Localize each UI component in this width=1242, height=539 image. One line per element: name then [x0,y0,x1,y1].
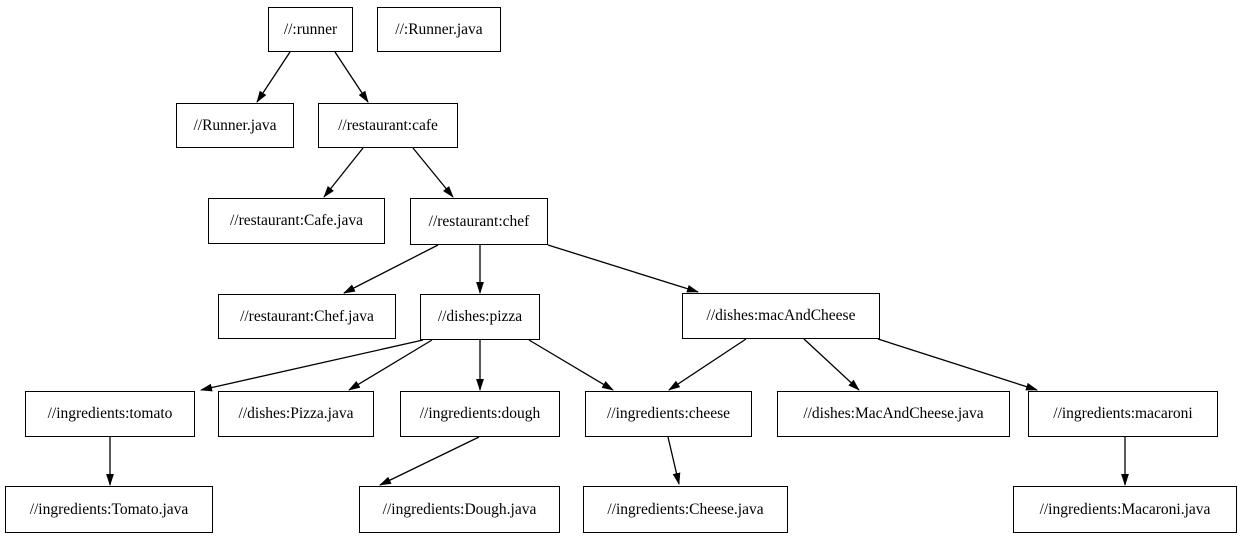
graph-node-label: //dishes:MacAndCheese.java [803,405,984,423]
dependency-edge-mac-to-mac_src [803,338,860,391]
graph-node-label: //restaurant:Cafe.java [230,212,363,230]
dependency-edge-runner-to-runner_src [256,51,291,103]
graph-node-cheese-src: //ingredients:Cheese.java [583,486,788,533]
graph-node-runner-src: //Runner.java [176,103,294,148]
dependency-edge-dough-to-dough_src [379,436,480,486]
graph-node-mac: //dishes:macAndCheese [682,293,880,339]
dependency-edge-cheese-to-cheese_src [667,436,681,485]
graph-node-label: //ingredients:Dough.java [382,500,537,518]
dependency-edge-pizza-to-pizza_src [348,339,433,391]
graph-node-label: //:runner [283,20,338,38]
graph-node-label: //ingredients:Tomato.java [29,500,189,518]
graph-node-chef: //restaurant:chef [410,198,548,245]
dependency-edge-cafe-to-cafe_src [323,147,364,198]
graph-node-label: //dishes:macAndCheese [706,307,856,325]
graph-node-tomato: //ingredients:tomato [25,391,195,437]
graph-node-pizza: //dishes:pizza [420,294,540,340]
dependency-edge-pizza-to-tomato [200,339,424,392]
dependency-edge-runner-to-cafe [334,51,369,103]
graph-node-macaroni-src: //ingredients:Macaroni.java [1013,486,1237,533]
graph-node-label: //restaurant:chef [428,212,530,230]
graph-node-cafe-src: //restaurant:Cafe.java [208,198,385,244]
graph-node-label: //:Runner.java [395,20,483,38]
graph-node-dough: //ingredients:dough [400,391,560,437]
dependency-edge-chef-to-chef_src [343,244,439,294]
graph-node-chef-src: //restaurant:Chef.java [218,294,396,339]
graph-node-dough-src: //ingredients:Dough.java [359,486,560,533]
graph-node-mac-src: //dishes:MacAndCheese.java [777,391,1010,437]
dependency-edge-chef-to-mac [547,244,699,293]
graph-node-label: //ingredients:Cheese.java [607,500,764,518]
dependency-edge-mac-to-macaroni [877,338,1038,391]
graph-node-runner-src-top: //:Runner.java [377,7,501,52]
graph-node-label: //ingredients:Macaroni.java [1039,500,1211,518]
graph-node-label: //dishes:Pizza.java [238,405,354,423]
graph-node-cafe: //restaurant:cafe [318,103,458,148]
dependency-edge-pizza-to-cheese [528,339,614,391]
graph-node-pizza-src: //dishes:Pizza.java [218,391,374,437]
dependency-edge-mac-to-cheese [668,338,747,391]
graph-node-cheese: //ingredients:cheese [585,391,752,437]
graph-node-label: //restaurant:Chef.java [240,307,374,325]
graph-node-label: //ingredients:dough [419,405,541,423]
dependency-edge-cafe-to-chef [412,147,454,198]
graph-node-label: //dishes:pizza [437,308,523,326]
graph-node-label: //ingredients:tomato [47,405,173,423]
graph-node-label: //ingredients:macaroni [1053,405,1193,423]
graph-node-tomato-src: //ingredients:Tomato.java [5,486,213,533]
graph-node-macaroni: //ingredients:macaroni [1028,391,1218,437]
graph-node-label: //Runner.java [193,116,277,134]
graph-node-label: //ingredients:cheese [606,405,731,423]
graph-node-runner: //:runner [268,7,353,52]
graph-node-label: //restaurant:cafe [338,116,438,134]
